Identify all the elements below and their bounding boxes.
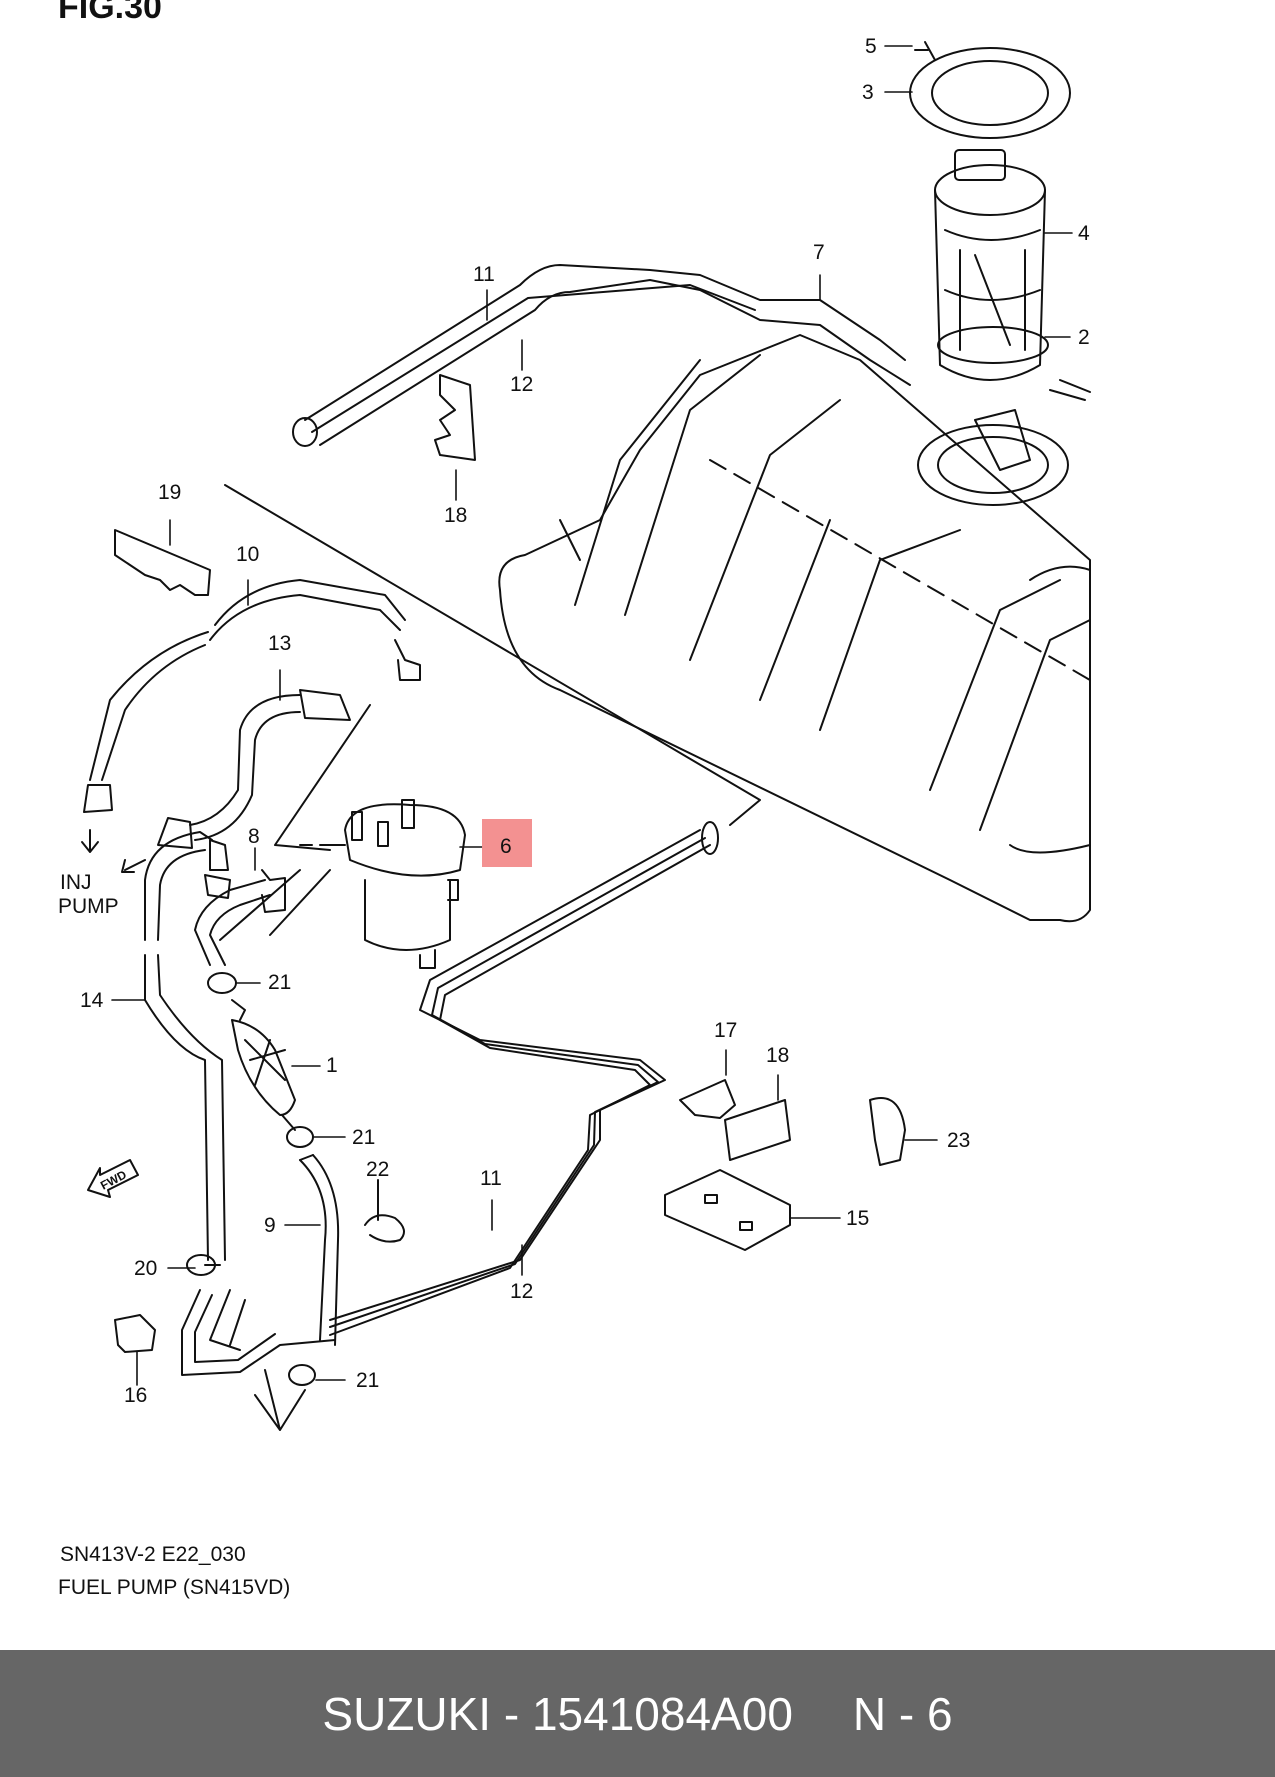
hose-8: [194, 869, 331, 966]
clip-16: [114, 1314, 156, 1353]
callout-8[interactable]: 8: [248, 825, 260, 848]
clip-18-upper: [434, 374, 476, 461]
caption-line-1: SN413V-2 E22_030: [60, 1543, 246, 1566]
footer-item: N - 6: [852, 1687, 953, 1740]
fuel-pump-module: [909, 41, 1091, 506]
fuel-lines-lower: [329, 821, 719, 1336]
hose-10: [81, 579, 421, 853]
callout-11-lower[interactable]: 11: [480, 1167, 502, 1190]
inj-label: INJ: [60, 871, 92, 894]
clip-19: [114, 529, 211, 596]
callout-23[interactable]: 23: [947, 1129, 971, 1152]
callout-10[interactable]: 10: [236, 543, 260, 566]
callout-18-lower[interactable]: 18: [766, 1044, 790, 1067]
header-fragment: FIG.30: [58, 0, 162, 26]
callout-16[interactable]: 16: [124, 1384, 148, 1407]
fwd-arrow-icon: [87, 1159, 139, 1198]
footer-brand-part: SUZUKI - 1541084A00: [322, 1687, 793, 1740]
callout-7[interactable]: 7: [813, 241, 825, 264]
clip-18-lower: [724, 1099, 791, 1161]
hose-9: [299, 1154, 340, 1346]
callout-22[interactable]: 22: [366, 1158, 390, 1181]
callout-19[interactable]: 19: [158, 481, 182, 504]
fuel-filter: [299, 799, 466, 969]
hose-bottom: [181, 1254, 336, 1431]
clamp-22: [364, 1214, 405, 1243]
callout-13[interactable]: 13: [268, 632, 292, 655]
callout-9[interactable]: 9: [264, 1214, 276, 1237]
callout-21-c[interactable]: 21: [356, 1369, 380, 1392]
highlight-box: [482, 819, 532, 867]
hose-14: [144, 831, 231, 1261]
callout-17[interactable]: 17: [714, 1019, 738, 1042]
callout-15[interactable]: 15: [846, 1207, 870, 1230]
callout-18-upper[interactable]: 18: [444, 504, 468, 527]
callout-20[interactable]: 20: [134, 1257, 158, 1280]
section-boundary: [224, 484, 761, 826]
callout-1[interactable]: 1: [326, 1054, 338, 1077]
callout-21-b[interactable]: 21: [352, 1126, 376, 1149]
callout-12-lower[interactable]: 12: [510, 1280, 534, 1303]
callout-6[interactable]: 6: [500, 835, 512, 858]
fuel-lines-upper: [292, 264, 911, 447]
callout-21-a[interactable]: 21: [268, 971, 292, 994]
plate-15: [664, 1169, 791, 1251]
caption-line-2: FUEL PUMP (SN415VD): [58, 1576, 291, 1599]
clip-23: [869, 1097, 906, 1166]
callout-5[interactable]: 5: [865, 35, 877, 58]
callout-14[interactable]: 14: [80, 989, 104, 1012]
callout-3[interactable]: 3: [862, 81, 874, 104]
footer-bar: SUZUKI - 1541084A00 N - 6: [0, 1650, 1275, 1777]
callout-12-upper[interactable]: 12: [510, 373, 534, 396]
leader-lines: [111, 45, 1073, 1386]
callout-11-upper[interactable]: 11: [473, 263, 495, 286]
parts-diagram: [81, 41, 1091, 1431]
callout-2[interactable]: 2: [1078, 326, 1090, 349]
clip-17: [679, 1079, 736, 1119]
pump-label: PUMP: [58, 895, 119, 918]
callout-4[interactable]: 4: [1078, 222, 1090, 245]
primer-pump: [231, 999, 296, 1131]
section-boundary-right: [709, 459, 1091, 681]
hose-13: [121, 689, 371, 873]
